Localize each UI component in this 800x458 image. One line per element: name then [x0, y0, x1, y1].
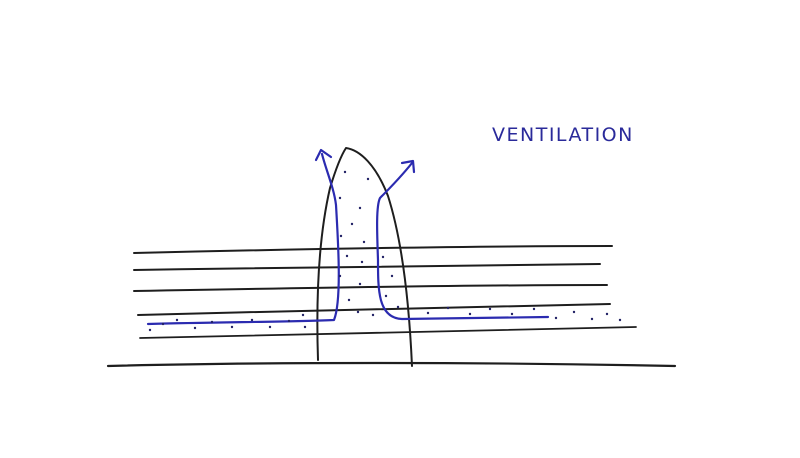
- airflow-right-arrowhead: [400, 159, 416, 174]
- stipple-dots: [148, 170, 622, 332]
- layer-line-5: [139, 326, 637, 339]
- ground-line: [106, 361, 677, 368]
- airflow-left-arrowhead: [314, 148, 333, 162]
- layer-line-1: [133, 245, 613, 254]
- layer-line-4: [137, 303, 611, 316]
- airflow-right: [376, 161, 550, 321]
- airflow-left: [146, 152, 340, 326]
- layer-line-2: [133, 263, 601, 271]
- layer-line-3: [133, 284, 608, 292]
- diagram-title: VENTILATION: [492, 124, 634, 146]
- chimney-outline: [316, 147, 413, 367]
